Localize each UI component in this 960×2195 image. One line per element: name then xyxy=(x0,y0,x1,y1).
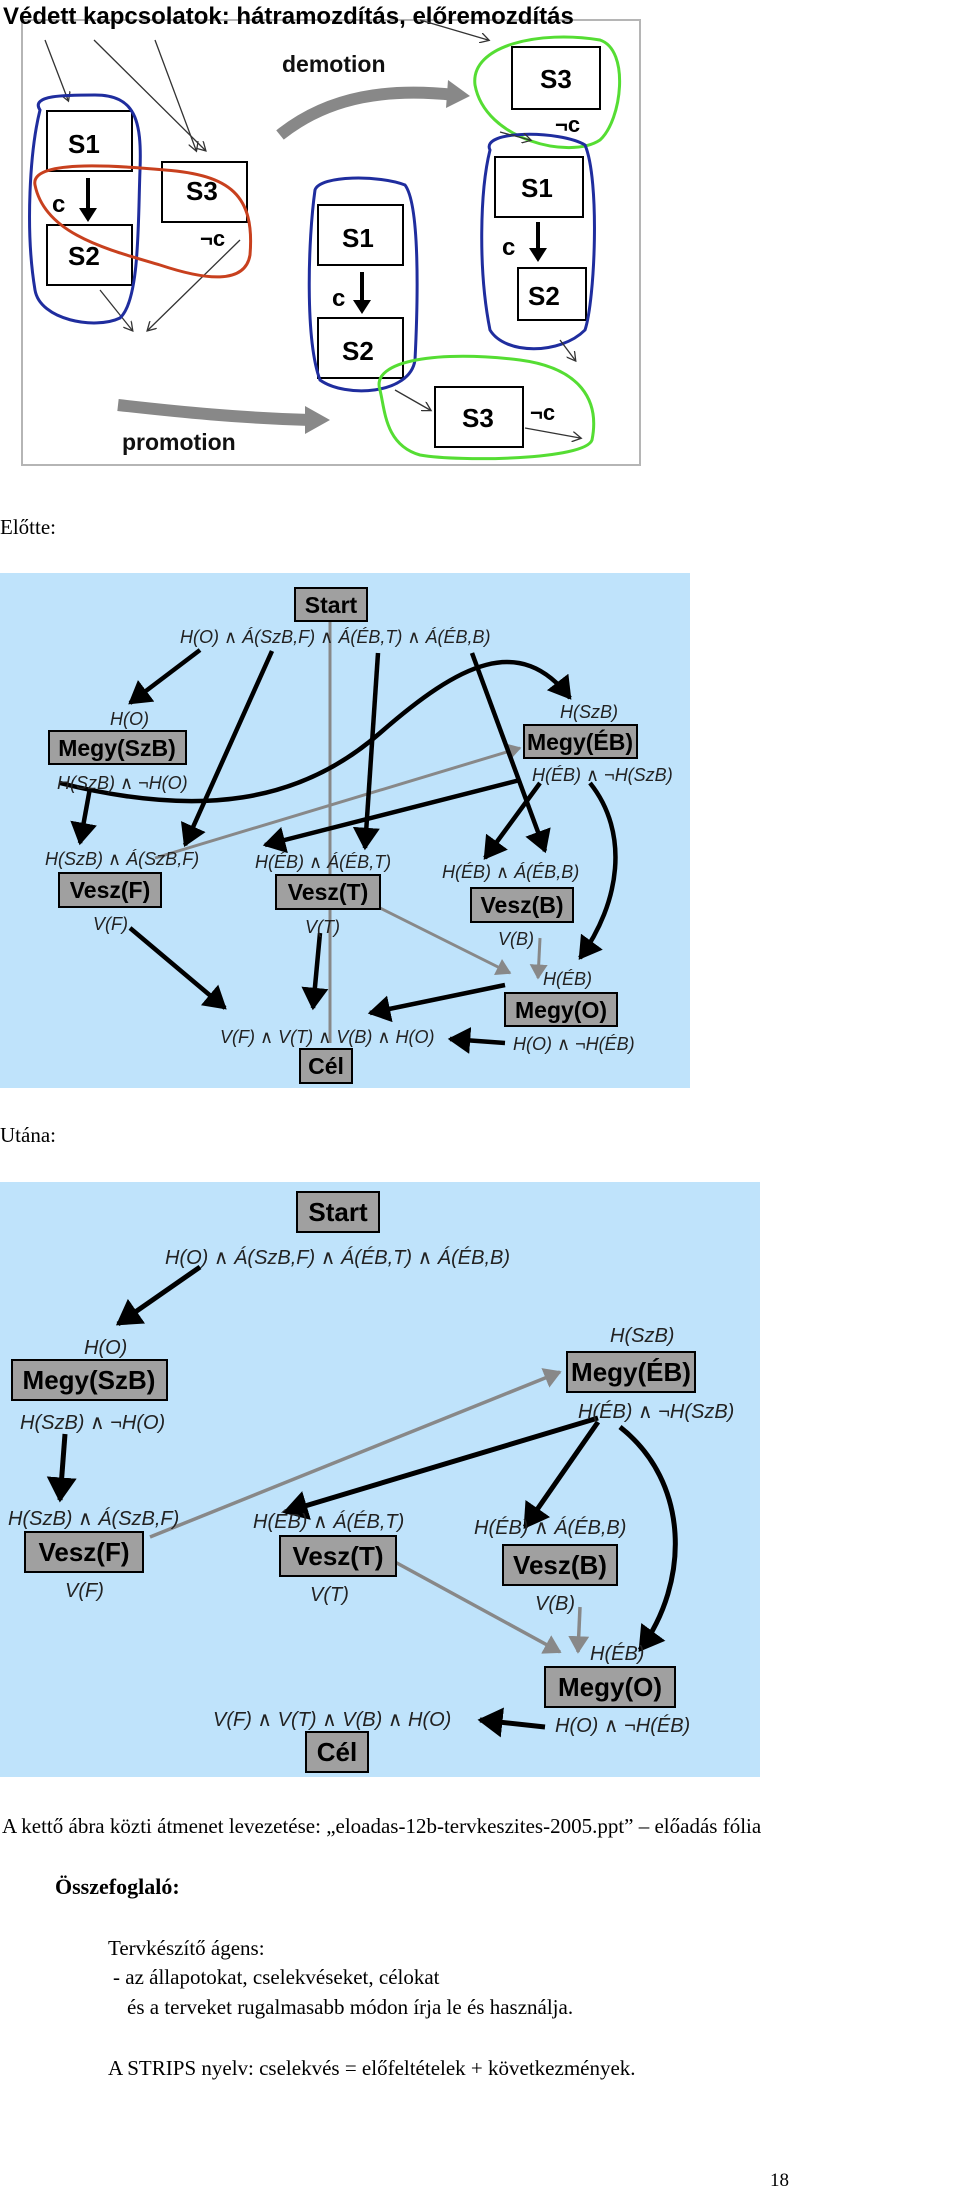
gray-arrow-vesz-f xyxy=(149,1368,562,1539)
left-s1: S1 xyxy=(68,129,100,159)
page-number: 18 xyxy=(770,2170,789,2191)
megy-szb-post: H(SzB) ∧ ¬H(O) xyxy=(20,1412,165,1434)
megy-o-post: H(O) ∧ ¬H(ÉB) xyxy=(513,1034,635,1054)
right-not-c: ¬c xyxy=(555,112,580,137)
megy-szb-pre: H(O) xyxy=(84,1337,127,1359)
left-red-loop xyxy=(33,164,253,279)
plan-after-diagram: Start H(O) ∧ Á(SzB,F) ∧ Á(ÉB,T) ∧ Á(ÉB,B… xyxy=(8,1191,734,1773)
before-label: Előtte: xyxy=(0,515,56,539)
plan-before-figure: Start H(O) ∧ Á(SzB,F) ∧ Á(ÉB,T) ∧ Á(ÉB,B… xyxy=(0,573,690,1088)
right-s2: S2 xyxy=(528,281,560,311)
cel-pre: V(F) ∧ V(T) ∧ V(B) ∧ H(O) xyxy=(213,1709,451,1731)
vesz-b-post: V(B) xyxy=(535,1593,575,1615)
gray-arrow-vesz-t xyxy=(394,1560,562,1654)
gray-arrow-vesz-b xyxy=(568,1606,590,1654)
summary-line-4: A STRIPS nyelv: cselekvés = előfeltétele… xyxy=(108,2056,636,2080)
right-s3: S3 xyxy=(540,64,572,94)
protected-links-diagram: Védett kapcsolatok: hátramozdítás, előre… xyxy=(3,3,641,466)
promotion-arrow xyxy=(117,399,311,426)
gray-arrow-vesz-f xyxy=(154,743,522,860)
protected-links-figure: Védett kapcsolatok: hátramozdítás, előre… xyxy=(0,0,650,470)
vesz-t-post: V(T) xyxy=(310,1584,349,1606)
mid-s3: S3 xyxy=(462,403,494,433)
vesz-f-pre: H(SzB) ∧ Á(SzB,F) xyxy=(8,1507,179,1530)
mid-not-c: ¬c xyxy=(530,400,555,425)
demotion-label: demotion xyxy=(282,51,386,77)
left-not-c: ¬c xyxy=(200,226,225,251)
megy-eb-post: H(ÉB) ∧ ¬H(SzB) xyxy=(532,765,673,785)
mid-s2: S2 xyxy=(342,336,374,366)
vesz-t-pre: H(ÉB) ∧ Á(ÉB,T) xyxy=(255,852,391,872)
right-c: c xyxy=(502,234,515,261)
megy-szb-post: H(SzB) ∧ ¬H(O) xyxy=(57,773,188,793)
plan-after-figure: Start H(O) ∧ Á(SzB,F) ∧ Á(ÉB,T) ∧ Á(ÉB,B… xyxy=(0,1182,760,1777)
right-blue-loop xyxy=(480,132,596,351)
megy-eb-node: Megy(ÉB) xyxy=(571,1357,691,1387)
summary-heading: Összefoglaló: xyxy=(55,1874,180,1899)
mid-c: c xyxy=(332,285,345,312)
vesz-t-pre: H(ÉB) ∧ Á(ÉB,T) xyxy=(253,1510,404,1533)
vesz-f-node: Vesz(F) xyxy=(38,1537,129,1567)
mid-green-loop xyxy=(377,354,596,461)
right-s1: S1 xyxy=(521,173,553,203)
vesz-b-pre: H(ÉB) ∧ Á(ÉB,B) xyxy=(474,1516,626,1539)
start-effects: H(O) ∧ Á(SzB,F) ∧ Á(ÉB,T) ∧ Á(ÉB,B) xyxy=(165,1246,510,1269)
vesz-t-post: V(T) xyxy=(305,917,340,937)
vesz-t-node: Vesz(T) xyxy=(288,879,369,905)
start-node: Start xyxy=(305,592,358,618)
left-c: c xyxy=(52,191,65,218)
megy-eb-post: H(ÉB) ∧ ¬H(SzB) xyxy=(578,1400,734,1423)
promotion-label: promotion xyxy=(122,429,236,455)
vesz-b-node: Vesz(B) xyxy=(513,1550,607,1580)
cel-pre: V(F) ∧ V(T) ∧ V(B) ∧ H(O) xyxy=(220,1027,435,1047)
megy-szb-pre: H(O) xyxy=(110,709,149,729)
summary-line-2: - az állapotokat, cselekvéseket, célokat xyxy=(113,1965,440,1989)
demotion-arrow xyxy=(276,86,456,140)
vesz-b-pre: H(ÉB) ∧ Á(ÉB,B) xyxy=(442,862,579,882)
cel-node: Cél xyxy=(317,1737,357,1767)
megy-eb-pre: H(SzB) xyxy=(610,1325,674,1347)
summary-line-1: Tervkészítő ágens: xyxy=(108,1936,265,1960)
plan-before-diagram: Start H(O) ∧ Á(SzB,F) ∧ Á(ÉB,T) ∧ Á(ÉB,B… xyxy=(45,587,673,1084)
mid-s1: S1 xyxy=(342,223,374,253)
transition-text: A kettő ábra közti átmenet levezetése: „… xyxy=(2,1814,762,1838)
gray-arrow-vesz-b xyxy=(529,937,548,980)
vesz-t-node: Vesz(T) xyxy=(292,1541,383,1571)
megy-eb-pre: H(SzB) xyxy=(560,702,618,722)
megy-o-node: Megy(O) xyxy=(558,1672,662,1702)
left-blue-loop xyxy=(28,93,142,325)
vesz-f-post: V(F) xyxy=(65,1580,104,1602)
megy-o-pre: H(ÉB) xyxy=(543,969,592,989)
left-s2: S2 xyxy=(68,241,100,271)
vesz-f-post: V(F) xyxy=(93,914,128,934)
vesz-f-pre: H(SzB) ∧ Á(SzB,F) xyxy=(45,849,199,869)
figure-title: Védett kapcsolatok: hátramozdítás, előre… xyxy=(3,3,574,30)
vesz-f-node: Vesz(F) xyxy=(70,877,151,903)
cel-node: Cél xyxy=(308,1053,344,1079)
vesz-b-post: V(B) xyxy=(498,929,534,949)
vesz-b-node: Vesz(B) xyxy=(480,892,563,918)
after-label: Utána: xyxy=(0,1123,56,1147)
summary-line-3: és a terveket rugalmasabb módon írja le … xyxy=(127,1995,574,2019)
megy-o-node: Megy(O) xyxy=(515,997,607,1023)
start-effects: H(O) ∧ Á(SzB,F) ∧ Á(ÉB,T) ∧ Á(ÉB,B) xyxy=(180,627,491,647)
gray-arrow-vesz-t xyxy=(379,906,512,976)
megy-eb-node: Megy(ÉB) xyxy=(527,728,633,755)
megy-szb-node: Megy(SzB) xyxy=(23,1365,156,1395)
left-s3: S3 xyxy=(186,176,218,206)
start-node: Start xyxy=(308,1197,368,1227)
megy-o-post: H(O) ∧ ¬H(ÉB) xyxy=(555,1714,690,1737)
megy-szb-node: Megy(SzB) xyxy=(58,735,176,761)
megy-o-pre: H(ÉB) xyxy=(590,1642,644,1665)
